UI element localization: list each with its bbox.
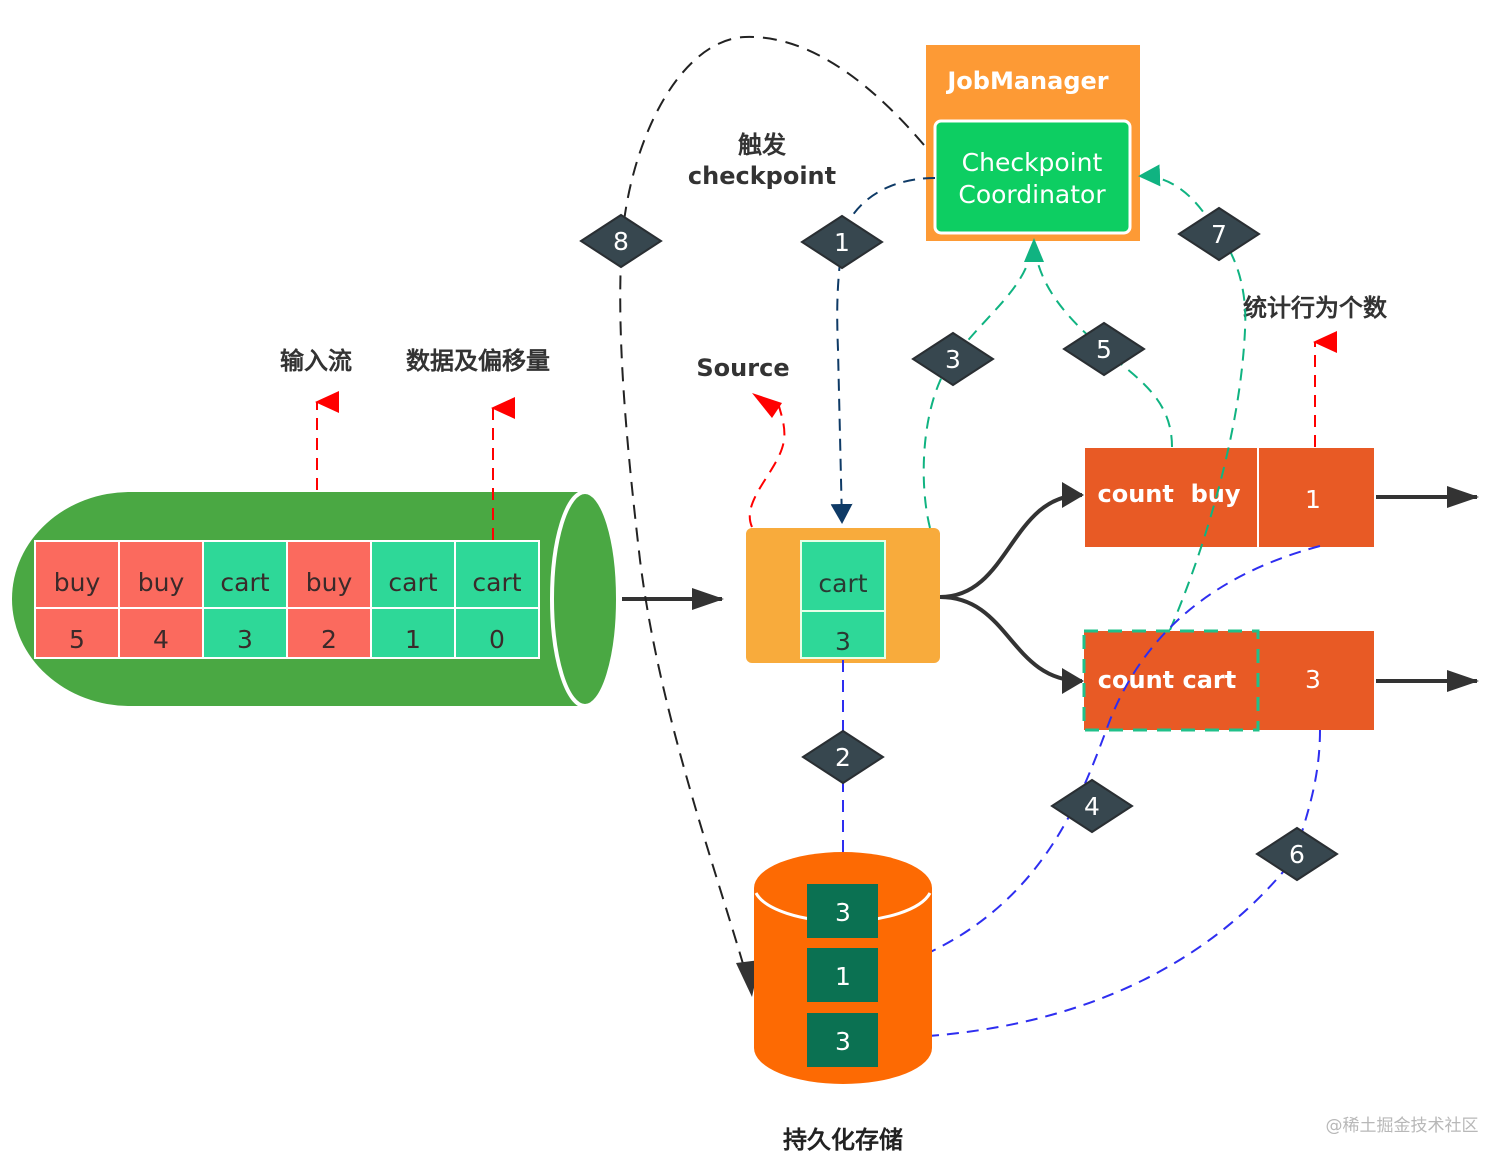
diamond-shape — [1050, 778, 1134, 834]
record-event-cell — [34, 540, 120, 609]
source-to-count-cart-arrow — [939, 595, 1084, 694]
count-buy-name-cell — [1085, 448, 1257, 547]
diamond-shape — [1062, 321, 1146, 377]
record-offset-text: 5 — [69, 625, 85, 654]
snapshot-value: 3 — [835, 898, 851, 927]
step-number: 2 — [835, 743, 851, 772]
step-diamond-2: 2 — [801, 729, 885, 785]
step-diamond-5: 5 — [1062, 321, 1146, 377]
step-markers: 1 2 3 4 5 6 7 8 — [579, 206, 1339, 882]
snapshot-block: 1 — [807, 948, 878, 1002]
source-red-arrowhead — [752, 393, 782, 418]
step-number: 1 — [834, 228, 850, 257]
count-cart-dashed-outline — [1082, 629, 1260, 732]
count-cart-box — [1084, 631, 1374, 730]
snapshot-value: 3 — [835, 1027, 851, 1056]
stream-records: buy 5 buy 4 cart 3 buy 2 cart 1 cart 0 — [34, 540, 540, 659]
diamond-shape — [801, 729, 885, 785]
source-label: Source — [696, 354, 789, 382]
step-diamond-4: 4 — [1050, 778, 1134, 834]
snapshot-cell — [807, 1013, 878, 1067]
trigger-label-line1: 触发 — [738, 131, 786, 159]
record-event-text: buy — [138, 568, 185, 597]
storage-label: 持久化存储 — [783, 1126, 903, 1154]
data-offset-label: 数据及偏移量 — [406, 347, 550, 375]
step-diamond-6: 6 — [1255, 826, 1339, 882]
record-offset-cell — [202, 607, 288, 659]
diamond-shape — [579, 213, 663, 269]
snapshot-block: 3 — [807, 884, 878, 938]
stream-record: cart 1 — [370, 540, 456, 659]
record-event-text: buy — [54, 568, 101, 597]
operator-count-buy: count buy 1 — [1085, 448, 1374, 547]
record-offset-text: 1 — [405, 625, 421, 654]
watermark: @稀土掘金技术社区 — [1326, 1116, 1479, 1136]
job-manager: JobManager Checkpoint Coordinator — [926, 45, 1140, 241]
step-diamond-7: 7 — [1177, 206, 1261, 262]
count-buy-value-cell — [1259, 448, 1374, 547]
snapshot-block: 3 — [807, 1013, 878, 1067]
record-event-cell — [370, 540, 456, 609]
step-diamond-8: 8 — [579, 213, 663, 269]
diamond-shape — [1177, 206, 1261, 262]
step3-5-arrowhead — [1024, 238, 1044, 262]
record-offset-cell — [370, 607, 456, 659]
record-offset-cell — [286, 607, 372, 659]
step6-snapshot-line — [883, 729, 1321, 1048]
count-cart-value: 3 — [1305, 665, 1321, 694]
snapshot-cell — [807, 884, 878, 938]
job-manager-title: JobManager — [945, 67, 1108, 95]
checkpoint-coordinator — [933, 119, 1132, 235]
snapshot-cell — [807, 948, 878, 1002]
stream-record: buy 5 — [34, 540, 120, 659]
count-buy-name: count buy — [1098, 480, 1241, 508]
record-event-text: buy — [306, 568, 353, 597]
step3-ack-line — [922, 244, 1034, 529]
step7-ack-line — [1138, 164, 1247, 631]
record-offset-cell — [118, 607, 204, 659]
step-number: 6 — [1289, 840, 1305, 869]
diamond-shape — [911, 331, 995, 387]
step-diamond-1: 1 — [800, 214, 884, 270]
record-offset-text: 3 — [237, 625, 253, 654]
diamond-shape — [1255, 826, 1339, 882]
record-offset-text: 4 — [153, 625, 169, 654]
step4-snapshot-line — [883, 545, 1321, 973]
record-event-text: cart — [220, 568, 269, 597]
storage-snapshots: 3 1 3 — [807, 884, 878, 1067]
record-offset-text: 2 — [321, 625, 337, 654]
source-red-curve — [748, 401, 786, 528]
record-offset-text: 0 — [489, 625, 505, 654]
snapshot-value: 1 — [835, 962, 851, 991]
trigger-label-line2: checkpoint — [688, 162, 836, 190]
count-cart-name: count cart — [1098, 666, 1236, 694]
tube-end-cap — [550, 490, 620, 708]
step-number: 5 — [1096, 335, 1112, 364]
diamond-shape — [800, 214, 884, 270]
stream-record: buy 4 — [118, 540, 204, 659]
step-number: 8 — [613, 227, 629, 256]
coordinator-line1: Checkpoint — [962, 148, 1103, 177]
count-behavior-label: 统计行为个数 — [1243, 294, 1388, 322]
record-event-text: cart — [388, 568, 437, 597]
record-event-text: cart — [472, 568, 521, 597]
step-number: 4 — [1084, 792, 1100, 821]
stream-record: cart 0 — [454, 540, 540, 659]
source-offset-cell — [800, 610, 886, 659]
coordinator-line2: Coordinator — [958, 180, 1106, 209]
step-number: 3 — [945, 345, 961, 374]
stream-record: buy 2 — [286, 540, 372, 659]
operator-count-cart: count cart 3 — [1082, 629, 1374, 732]
record-offset-cell — [454, 607, 540, 659]
count-buy-value: 1 — [1305, 485, 1321, 514]
source-event-text: cart — [818, 569, 867, 598]
input-stream-label: 输入流 — [280, 347, 352, 375]
source-to-count-buy-arrow — [939, 482, 1084, 599]
step-number: 7 — [1211, 220, 1227, 249]
source-offset-text: 3 — [835, 627, 851, 656]
stream-record: cart 3 — [202, 540, 288, 659]
step-diamond-3: 3 — [911, 331, 995, 387]
step8-complete-line — [619, 35, 925, 996]
